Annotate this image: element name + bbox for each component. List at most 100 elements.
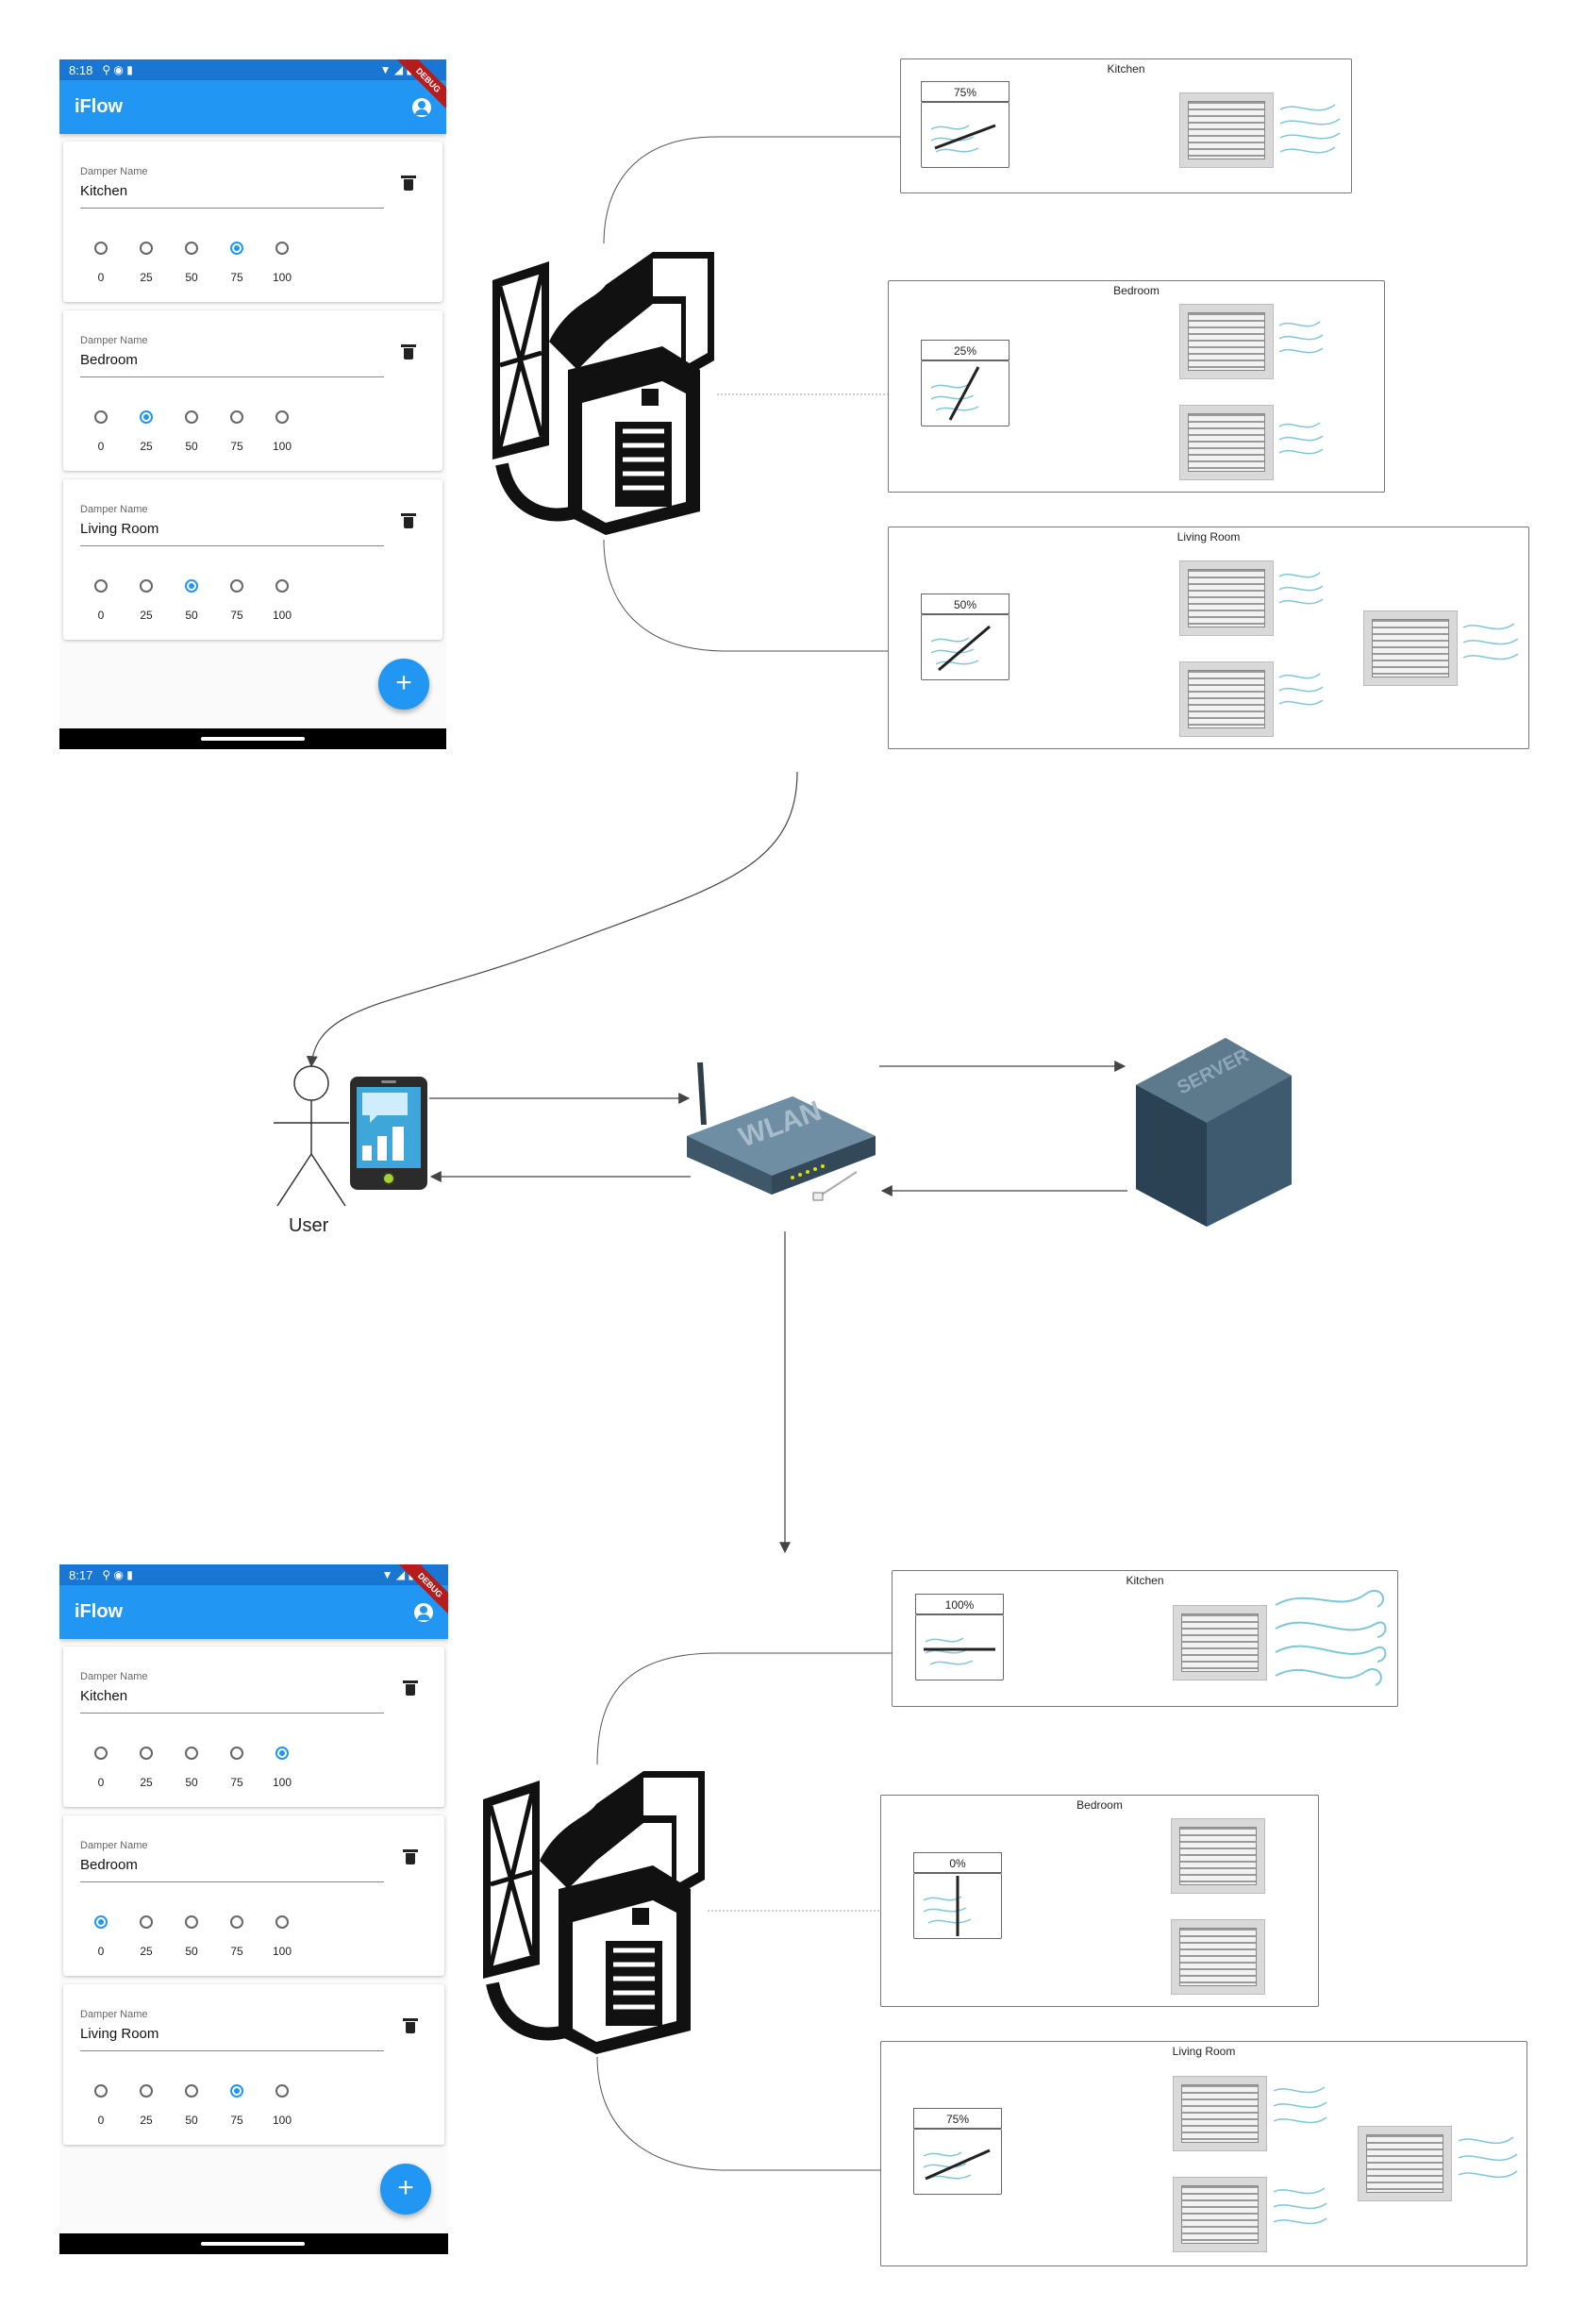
radio-25[interactable] [140,1915,153,1929]
radio-75[interactable] [230,410,243,424]
damper-card-bedroom: Damper Name Bedroom 0 25 50 75 100 [63,1815,444,1976]
damper-icon [913,2129,1002,2195]
server-icon: SERVER [1136,1038,1292,1227]
delete-icon[interactable] [401,513,416,528]
add-damper-button[interactable]: + [378,659,429,710]
airflow-icon [1273,2187,1327,2225]
radio-50[interactable] [185,2084,198,2098]
radio-label: 75 [230,1776,243,1789]
delete-icon[interactable] [401,344,416,359]
delete-icon[interactable] [401,176,416,191]
radio-50[interactable] [185,579,198,593]
radio-50[interactable] [185,1747,198,1760]
damper-name-field[interactable]: Bedroom [80,352,138,368]
app-title: iFlow [75,96,124,117]
radio-50[interactable] [185,242,198,255]
hvac-furnace-icon [483,1771,705,2054]
damper-icon [921,102,1009,168]
vent-icon [1179,304,1274,379]
airflow-icon [1273,2086,1327,2124]
radio-75[interactable] [230,1747,243,1760]
radio-25[interactable] [140,242,153,255]
radio-100[interactable] [275,2084,289,2098]
damper-name-field[interactable]: Living Room [80,521,159,537]
status-time: 8:18 [69,62,93,77]
damper-name-field[interactable]: Kitchen [80,1688,128,1704]
room-title: Living Room [1172,2045,1236,2058]
radio-75[interactable] [230,579,243,593]
vent-icon [1173,2076,1267,2151]
radio-label: 100 [272,609,292,622]
damper-name-field[interactable]: Living Room [80,2026,159,2042]
delete-icon[interactable] [403,2018,418,2033]
radio-label: 50 [185,1945,198,1958]
radio-25[interactable] [140,1747,153,1760]
airflow-icon [1278,321,1324,354]
status-time: 8:17 [69,1567,93,1582]
vent-icon [1179,661,1274,737]
radio-100[interactable] [275,579,289,593]
wlan-router-icon: WLAN [687,1062,876,1201]
add-damper-button[interactable]: + [380,2164,431,2215]
navigation-bar [59,2233,448,2254]
delete-icon[interactable] [403,1680,418,1696]
top-phone-screenshot: 8:18 ⚲ ◉ ▮ ▼ ◢ ▮ iFlow DEBUG Damper Name… [59,59,446,749]
damper-name-field[interactable]: Bedroom [80,1857,138,1873]
account-icon[interactable] [412,97,431,117]
damper-percent: 0% [913,1852,1002,1873]
damper-name-label: Damper Name [80,166,148,177]
radio-0[interactable] [94,2084,108,2098]
field-underline [80,1881,384,1882]
damper-percent: 75% [913,2108,1002,2129]
radio-0[interactable] [94,410,108,424]
radio-0[interactable] [94,1747,108,1760]
radio-100[interactable] [275,410,289,424]
damper-icon [921,360,1009,426]
damper-card-kitchen: Damper Name Kitchen 0 25 50 75 100 [63,142,442,302]
field-underline [80,545,384,546]
radio-100[interactable] [275,242,289,255]
room-title: Kitchen [1126,1574,1164,1587]
airflow-icon [1279,104,1341,154]
radio-25[interactable] [140,579,153,593]
radio-25[interactable] [140,410,153,424]
vent-icon [1173,1605,1267,1680]
radio-75[interactable] [230,1915,243,1929]
radio-50[interactable] [185,410,198,424]
radio-label: 75 [230,271,243,284]
vent-icon [1179,405,1274,480]
damper-name-field[interactable]: Kitchen [80,183,128,199]
radio-75[interactable] [230,242,243,255]
room-title: Living Room [1176,530,1241,543]
smartphone-icon [350,1077,427,1190]
damper-percent: 50% [921,594,1009,614]
airflow-icon [1462,623,1519,660]
navigation-bar [59,728,446,749]
radio-100[interactable] [275,1747,289,1760]
field-underline [80,1713,384,1714]
radio-75[interactable] [230,2084,243,2098]
radio-0[interactable] [94,579,108,593]
damper-percent: 100% [915,1594,1004,1614]
radio-100[interactable] [275,1915,289,1929]
status-bar: 8:18 ⚲ ◉ ▮ ▼ ◢ ▮ [59,59,446,80]
room-title: Kitchen [1107,62,1145,75]
radio-25[interactable] [140,2084,153,2098]
curve-to-user [306,771,798,1068]
delete-icon[interactable] [403,1849,418,1864]
account-icon[interactable] [414,1602,433,1622]
radio-label: 50 [185,1776,198,1789]
field-underline [80,376,384,377]
damper-icon [913,1873,1002,1939]
radio-label: 25 [140,609,153,622]
status-icons: ⚲ ◉ ▮ [102,63,133,76]
radio-0[interactable] [94,1915,108,1929]
radio-label: 25 [140,1945,153,1958]
radio-0[interactable] [94,242,108,255]
radio-50[interactable] [185,1915,198,1929]
radio-label: 75 [230,1945,243,1958]
airflow-icon [1458,2136,1518,2179]
damper-card-living-room: Damper Name Living Room 0 25 50 75 100 [63,479,442,640]
app-bar: iFlow DEBUG [59,1564,448,1639]
radio-label: 100 [272,271,292,284]
